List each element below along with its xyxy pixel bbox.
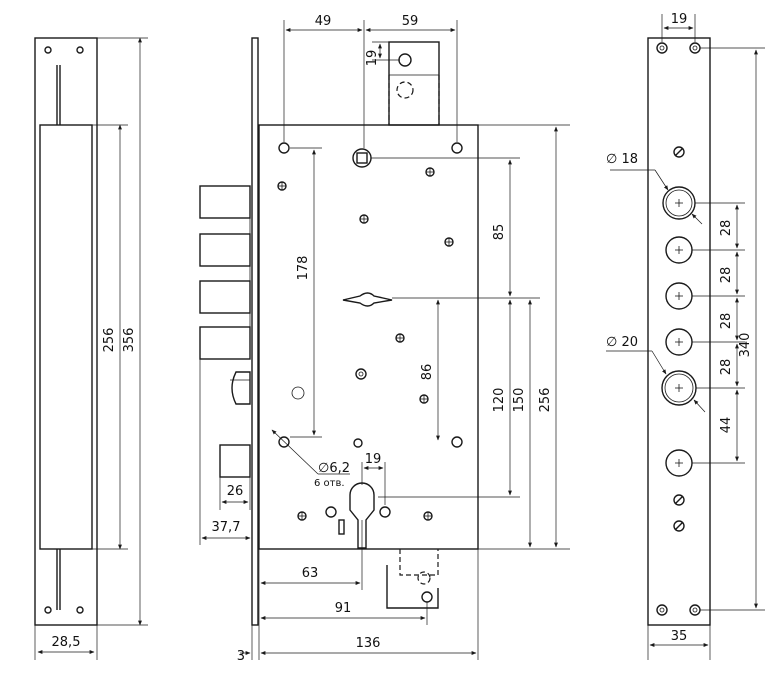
dim-label-340: 340 [738, 333, 753, 358]
dim-label-150: 150 [512, 388, 527, 413]
dim-label-26: 26 [227, 484, 244, 499]
dim-label-356: 356 [122, 328, 137, 353]
faceplate-outline [647, 37, 711, 626]
bolt-1 [199, 185, 251, 219]
dim-label-37-7: 37,7 [212, 520, 241, 535]
mounting-hole-icon [451, 436, 463, 448]
dim-label-pitch-4: 28 [719, 359, 734, 376]
rivet-icons [277, 167, 454, 521]
mounting-hole-icon [451, 142, 463, 154]
dim-label-19-top: 19 [671, 12, 688, 27]
dim-label-pitch-44: 44 [719, 417, 734, 434]
mounting-hole-icon [278, 436, 290, 448]
dim-label-28-5: 28,5 [52, 635, 81, 650]
latch [231, 371, 251, 405]
bottom-tab [386, 565, 439, 609]
tab-hole-icon [398, 53, 412, 67]
screw-hole-icon [76, 46, 84, 54]
dim-label-256: 256 [102, 328, 117, 353]
spindle-hub [352, 148, 372, 168]
pin-hole-icon [355, 368, 367, 380]
top-tab [388, 41, 440, 126]
dim-label-19-tab: 19 [365, 50, 380, 67]
cylinder-cutout [349, 482, 375, 549]
screw-hole-icon [44, 46, 52, 54]
strike-plate-recess [39, 124, 93, 550]
lock-faceplate-strip [251, 37, 259, 626]
diam-18-label: ∅ 18 [606, 152, 638, 167]
bottom-tab-hidden [399, 549, 439, 576]
bolt-hole-icons [661, 186, 697, 477]
faceplate-view: 19 ∅ 18 ∅ 20 28 28 28 28 44 340 [606, 12, 765, 660]
dim-label-59: 59 [402, 14, 419, 29]
diam-20-label: ∅ 20 [606, 335, 638, 350]
screw-hole-icon [76, 606, 84, 614]
slotted-screw-icons [673, 146, 685, 532]
bolt-4 [199, 326, 251, 360]
hole-count-label: 6 отв. [314, 478, 345, 489]
diam-20-leader [651, 350, 667, 375]
diam-18-leader [654, 169, 669, 191]
hole-leader [271, 429, 319, 475]
lock-body-outline [258, 124, 479, 550]
pin-circle-icon [291, 386, 305, 400]
strike-plate-view: 256 356 28,5 [34, 37, 148, 660]
bolt-3 [199, 280, 251, 314]
dim-label-49: 49 [315, 14, 332, 29]
dim-label-91: 91 [335, 601, 352, 616]
dim-label-86: 86 [420, 364, 435, 381]
mounting-hole-icon [379, 506, 391, 518]
dim-label-178: 178 [296, 256, 311, 281]
spindle-square-icon [356, 152, 368, 164]
keyhole-slot [342, 292, 393, 307]
lock-body-view: 49 59 19 178 85 86 120 150 256 [199, 14, 570, 664]
pin-small-icon [353, 438, 363, 448]
strike-plate-outline [34, 37, 98, 626]
dim-label-120: 120 [492, 388, 507, 413]
dead-latch [219, 444, 251, 478]
dim-label-256-body: 256 [538, 388, 553, 413]
mounting-hole-icon [325, 506, 337, 518]
dim-label-85: 85 [492, 224, 507, 241]
hole-diameter-label: ∅6,2 [318, 461, 350, 476]
bolt-2 [199, 233, 251, 267]
dim-label-3: 3 [237, 649, 245, 664]
screw-hole-icon [44, 606, 52, 614]
dim-label-35: 35 [671, 629, 688, 644]
mounting-hole-icon [278, 142, 290, 154]
dim-label-pitch-2: 28 [719, 267, 734, 284]
dim-label-pitch-1: 28 [719, 220, 734, 237]
dim-label-63: 63 [302, 566, 319, 581]
dim-label-136: 136 [356, 636, 381, 651]
tab-hidden-hole [396, 81, 414, 99]
cylinder-screw-slot [338, 519, 345, 535]
dim-label-pitch-3: 28 [719, 313, 734, 330]
dim-label-19-cyl: 19 [365, 452, 382, 467]
bottom-tab-hole-icon [421, 591, 433, 603]
